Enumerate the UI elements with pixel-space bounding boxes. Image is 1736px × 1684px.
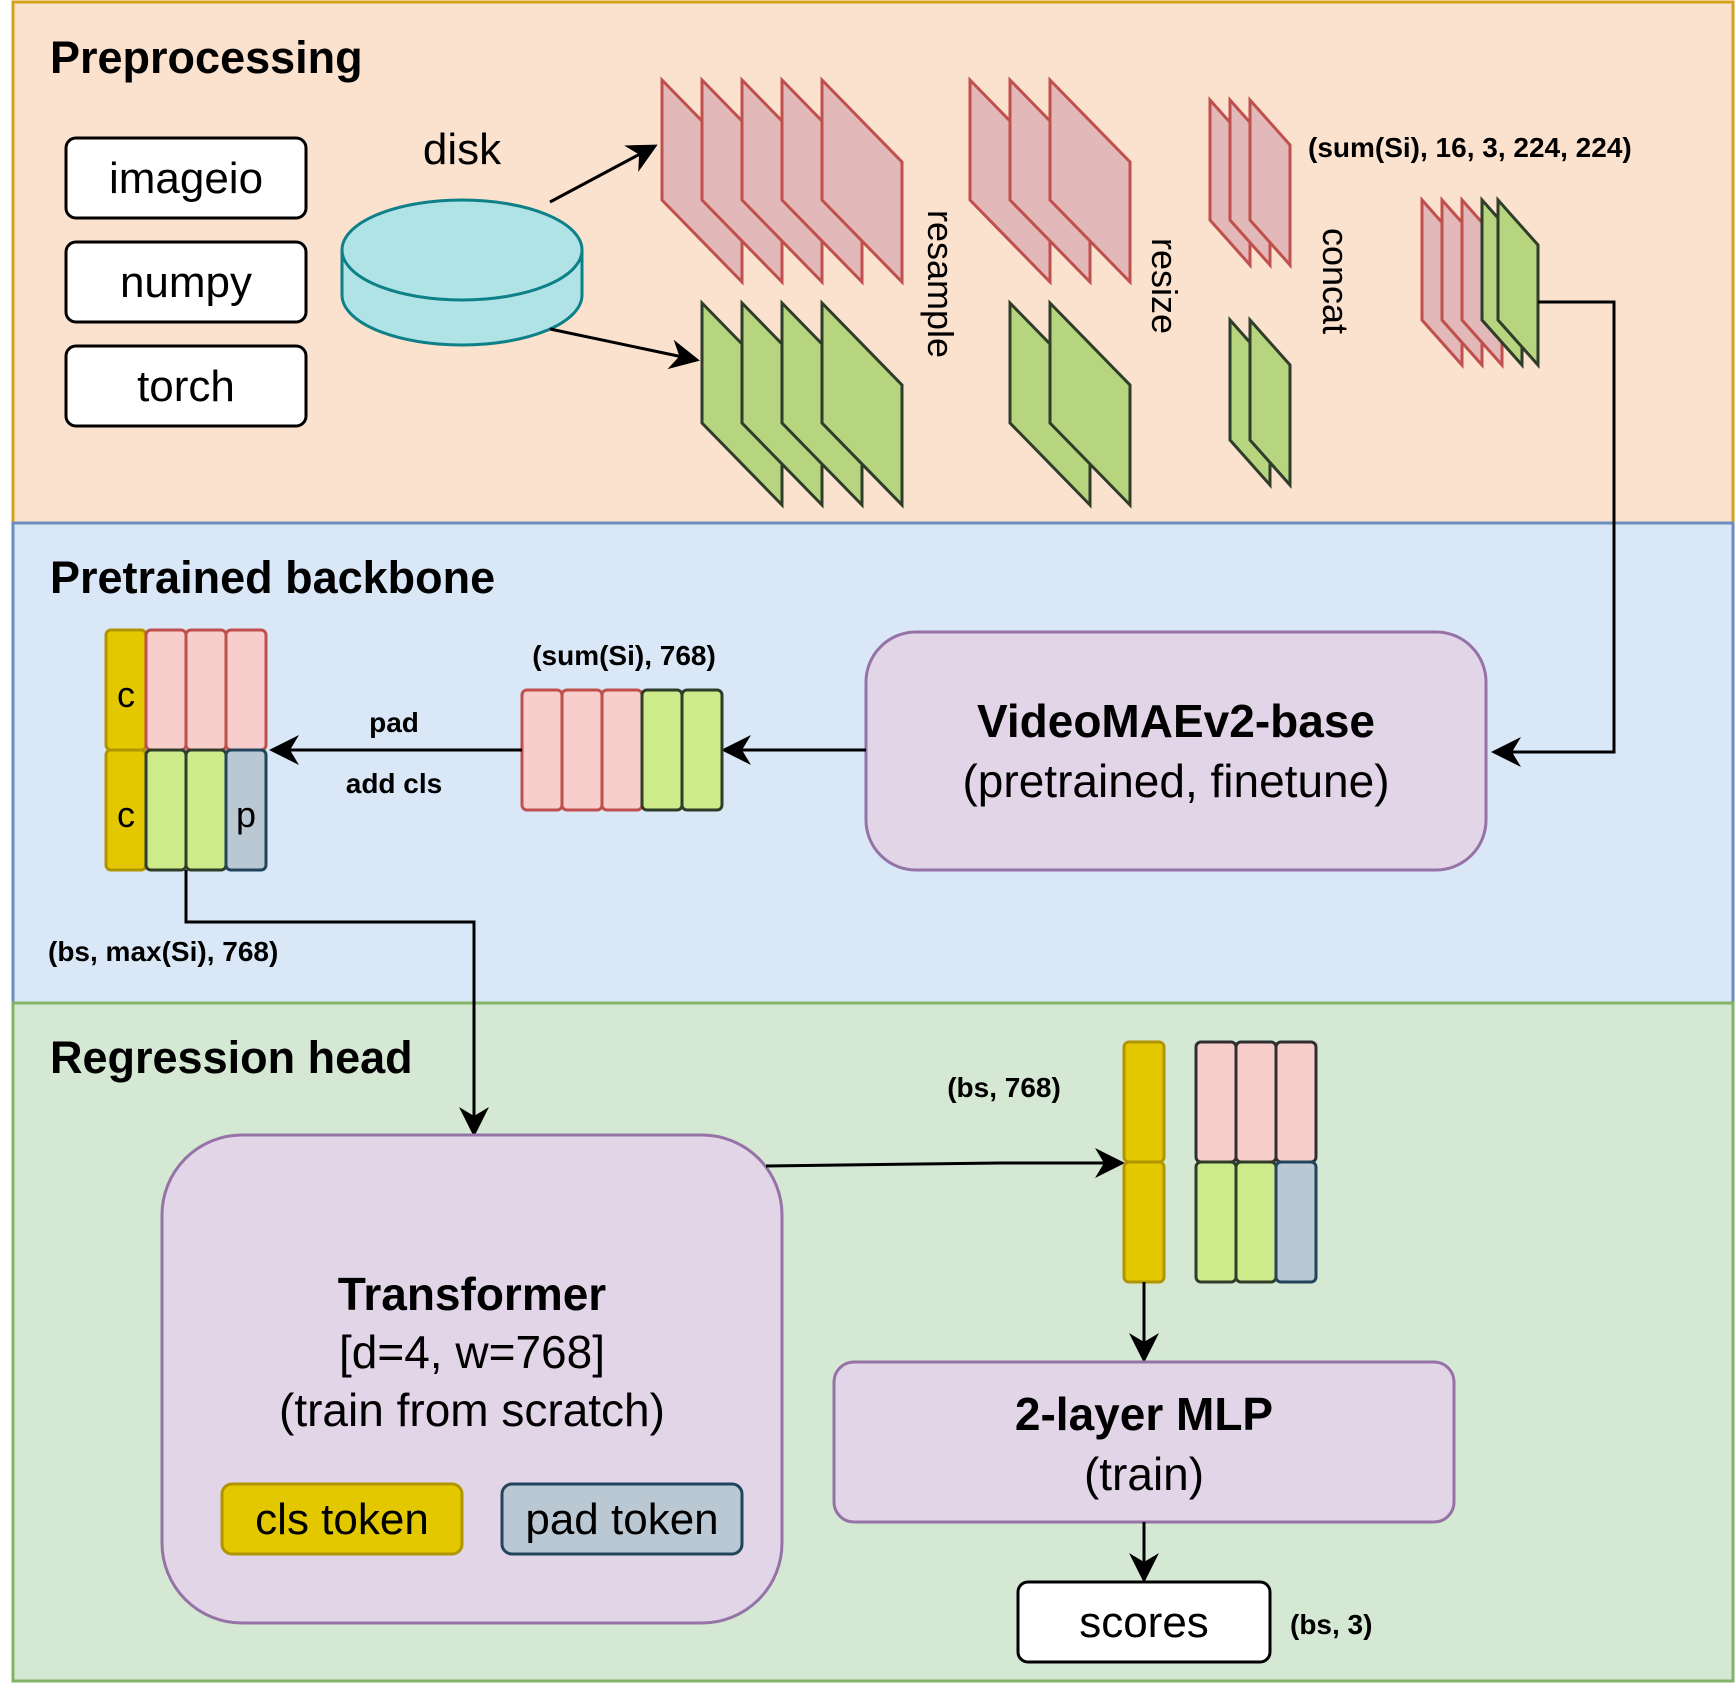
library-label: imageio <box>109 154 263 203</box>
legend-pad-label: pad token <box>525 1495 718 1544</box>
regression-head-title: Regression head <box>50 1032 413 1083</box>
transformer-desc: (train from scratch) <box>279 1384 665 1436</box>
concatenated-frames <box>1420 196 1540 369</box>
scores-shape: (bs, 3) <box>1290 1609 1372 1640</box>
disk-icon <box>340 198 584 347</box>
cls-output-tokens <box>1122 1040 1166 1284</box>
batch-to-transformer-arrow <box>184 870 489 1137</box>
features-tokens <box>520 688 724 812</box>
transformer-name: Transformer <box>338 1268 607 1320</box>
transformer-to-cls-arrow <box>765 1148 1125 1178</box>
scores-label: scores <box>1079 1598 1209 1647</box>
transformer-config: [d=4, w=768] <box>339 1326 605 1378</box>
cls-token-marker: c <box>117 674 135 715</box>
disk-to-red-frames-arrow <box>549 144 658 204</box>
library-label: torch <box>137 362 235 411</box>
step-label-resize: resize <box>1144 238 1185 334</box>
red-frames-resized <box>1208 96 1292 269</box>
mlp-box: 2-layer MLP (train) <box>832 1360 1456 1524</box>
red-frames-resampled <box>968 76 1132 286</box>
videomae-box: VideoMAEv2-base (pretrained, finetune) <box>864 630 1488 872</box>
cls-token-marker: c <box>117 794 135 835</box>
green-frames-resampled <box>1008 299 1132 509</box>
pad-token-marker: p <box>236 794 256 835</box>
preprocessing-output-shape: (sum(Si), 16, 3, 224, 224) <box>1308 132 1632 163</box>
disk-to-green-frames-arrow <box>549 327 700 370</box>
videomae-desc: (pretrained, finetune) <box>962 755 1389 807</box>
scores-box: scores <box>1016 1580 1272 1664</box>
legend-cls-token: cls token <box>220 1482 464 1556</box>
backbone-title: Pretrained backbone <box>50 552 495 603</box>
green-frames-resized <box>1228 316 1292 489</box>
mlp-name: 2-layer MLP <box>1015 1388 1273 1440</box>
discarded-tokens <box>1194 1040 1318 1284</box>
library-box-numpy: numpy <box>64 240 308 324</box>
cls-shape: (bs, 768) <box>947 1072 1061 1103</box>
add-cls-label: add cls <box>346 768 442 799</box>
padded-batch-shape: (bs, max(Si), 768) <box>48 936 278 967</box>
library-label: numpy <box>120 258 252 307</box>
disk-label: disk <box>423 125 502 174</box>
legend-cls-label: cls token <box>255 1495 429 1544</box>
step-label-resample: resample <box>920 210 961 358</box>
mlp-desc: (train) <box>1084 1448 1204 1500</box>
concat-to-videomae-arrow <box>1491 300 1616 767</box>
red-frames-large <box>660 76 904 286</box>
library-box-torch: torch <box>64 344 308 428</box>
transformer-box: Transformer [d=4, w=768] (train from scr… <box>160 1133 784 1625</box>
step-label-concat: concat <box>1315 228 1356 334</box>
green-frames-large <box>700 299 904 509</box>
preprocessing-title: Preprocessing <box>50 32 363 83</box>
features-shape: (sum(Si), 768) <box>532 640 716 671</box>
pad-label: pad <box>369 707 419 738</box>
videomae-name: VideoMAEv2-base <box>977 695 1375 747</box>
padded-batch-tokens: c c p <box>104 628 268 872</box>
legend-pad-token: pad token <box>500 1482 744 1556</box>
library-box-imageio: imageio <box>64 136 308 220</box>
